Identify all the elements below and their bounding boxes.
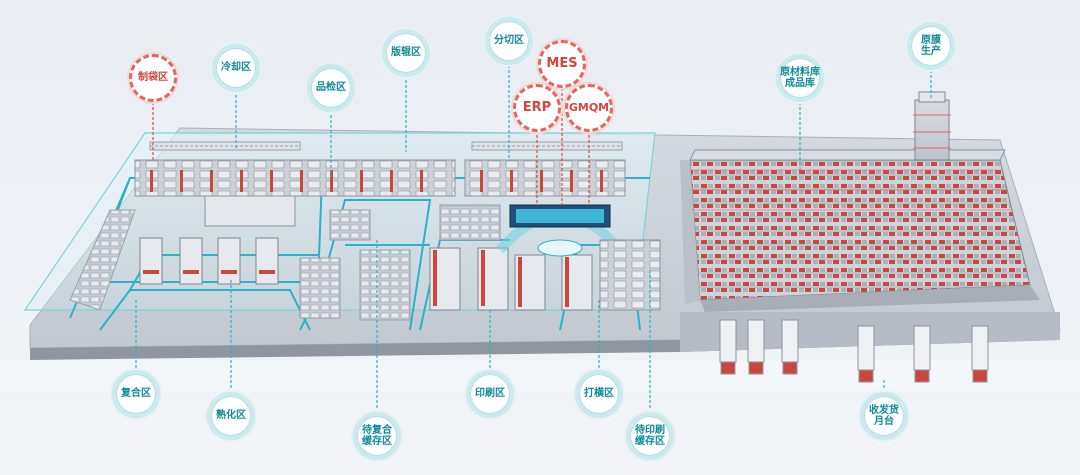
zone-callout-shipping-receiving-dock: 收发货 月台	[860, 392, 908, 440]
left-storage	[69, 209, 136, 311]
zone-callout-cross-cutting: 打横区	[575, 370, 623, 418]
zone-label: 印刷区	[475, 388, 505, 400]
truck	[857, 325, 875, 383]
leader-lines-red	[152, 88, 590, 205]
zone-label: 原材料库 成品库	[780, 66, 820, 90]
system-label: GMQM	[568, 100, 610, 114]
buffer-pallets-a	[299, 257, 341, 319]
truck	[719, 319, 737, 375]
ceiling-conveyor	[149, 141, 623, 151]
zone-label: 复合区	[121, 388, 151, 400]
zone-label: 版辊区	[391, 47, 421, 59]
zone-label: 熟化区	[216, 410, 246, 422]
machine-row-top	[134, 159, 626, 197]
truck	[913, 325, 931, 383]
zone-label: 分切区	[494, 35, 524, 47]
zone-callout-raw-material-finished-goods: 原材料库 成品库	[776, 54, 824, 102]
leader-lines-teal	[135, 65, 932, 412]
zone-label: 待印刷 缓存区	[635, 424, 665, 448]
system-label: ERP	[522, 99, 552, 115]
zone-callout-quality-inspection: 品检区	[307, 64, 355, 112]
zone-label: 冷却区	[221, 62, 251, 74]
buffer-pallets-c	[439, 204, 501, 241]
zone-callout-pre-laminating-buffer: 待复合 缓存区	[353, 412, 401, 460]
zone-label: 制袋区	[138, 72, 168, 84]
printing-presses	[429, 247, 593, 311]
zone-callout-curing: 熟化区	[207, 392, 255, 440]
floor-reflection	[0, 360, 1080, 392]
truck	[971, 325, 989, 383]
zone-label: 品检区	[316, 82, 346, 94]
zone-label: 打横区	[584, 388, 614, 400]
zone-label: 待复合 缓存区	[362, 424, 392, 448]
film-tower	[913, 91, 951, 161]
buffer-pallets-b	[359, 249, 411, 321]
zone-label: 收发货 月台	[869, 404, 899, 428]
zone-callout-cooling: 冷却区	[212, 44, 260, 92]
truck	[747, 319, 765, 375]
warehouse-racks	[680, 149, 1040, 312]
zone-label: 原膜 生产	[921, 34, 941, 58]
buffer-pallets-d	[329, 209, 371, 241]
truck	[781, 319, 799, 375]
cooling-cabinets	[204, 195, 296, 227]
system-label: MES	[546, 55, 578, 71]
zone-callout-printing: 印刷区	[466, 370, 514, 418]
control-center	[496, 204, 624, 257]
zone-callout-bag-making: 制袋区	[129, 54, 177, 102]
zone-callout-pre-printing-buffer: 待印刷 缓存区	[626, 412, 674, 460]
zone-callout-slitting: 分切区	[485, 17, 533, 65]
slitting-machines	[599, 239, 661, 311]
system-callout-mes: MES	[538, 40, 586, 88]
system-callout-gmqm: GMQM	[565, 84, 613, 132]
zone-callout-plate-roller: 版辊区	[382, 29, 430, 77]
zone-callout-raw-film-production: 原膜 生产	[907, 22, 955, 70]
system-callout-erp: ERP	[513, 84, 561, 132]
zone-callout-laminating: 复合区	[112, 370, 160, 418]
